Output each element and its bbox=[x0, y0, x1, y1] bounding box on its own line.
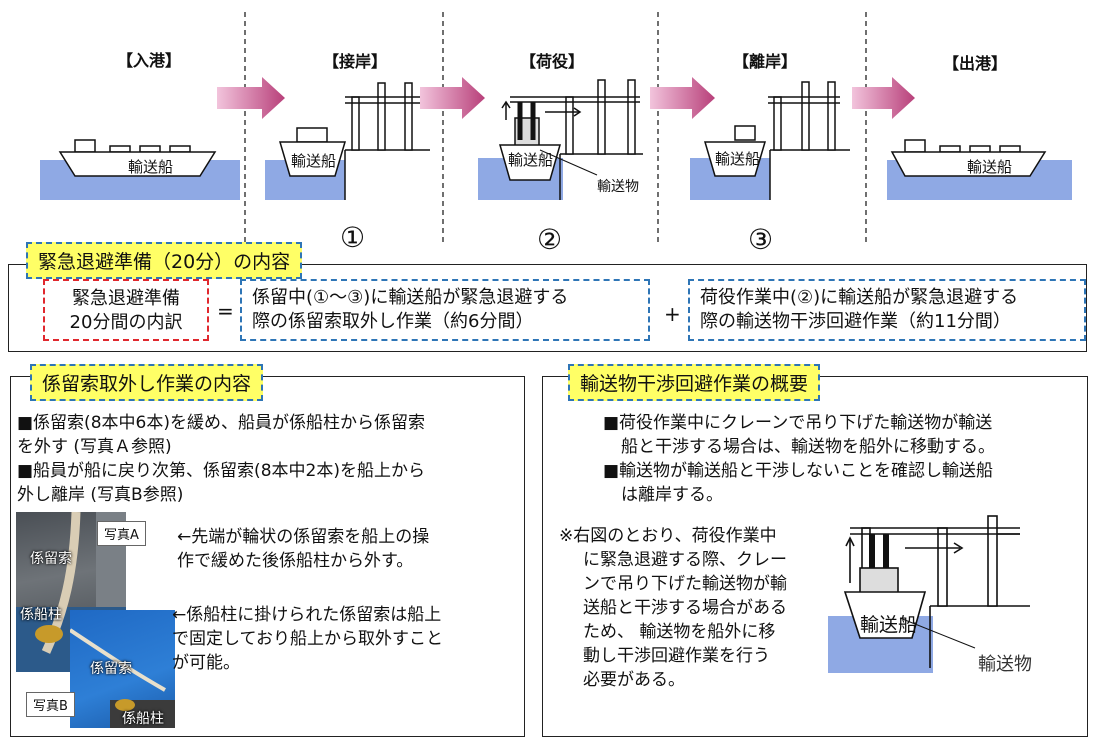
summary-mooring-box: 係留中(①～③)に輸送船が緊急退避する 際の係留索取外し作業（約6分間） bbox=[240, 279, 650, 341]
stage-separators bbox=[244, 12, 867, 245]
photo-a-bollard-label: 係船柱 bbox=[20, 607, 62, 623]
stage-label-unberthing: 【離岸】 bbox=[733, 52, 798, 71]
photo-a-note: ←先端が輪状の係留索を船上の操 作で緩めた後係船柱から外す。 bbox=[177, 525, 429, 573]
photo-b-note-line3: が可能。 bbox=[172, 653, 240, 673]
left-bullet-1-line2: を外す (写真Ａ参照) bbox=[17, 437, 172, 457]
step-number-2: ② bbox=[537, 223, 563, 256]
photo-b-label: 写真B bbox=[26, 692, 75, 717]
ship-stage1 bbox=[58, 139, 217, 177]
right-note-line1: ※右図のとおり、荷役作業中 bbox=[559, 526, 777, 546]
interference-diagram bbox=[828, 515, 1030, 673]
summary-title: 緊急退避準備（20分）の内容 bbox=[26, 242, 303, 279]
right-bullet-2-line1: ■輸送物が輸送船と干渉しないことを確認し輸送船 bbox=[603, 461, 994, 481]
photo-b-note-line2: で固定しており船上から取外すこと bbox=[172, 629, 443, 649]
right-note-line3: ンで吊り下げた輸送物が輸 bbox=[583, 574, 787, 594]
left-bullet-2-line1: ■船員が船に戻り次第、係留索(8本中2本)を船上から bbox=[17, 461, 425, 481]
right-note-line7: 必要がある。 bbox=[583, 670, 685, 690]
plus-sign: + bbox=[664, 302, 681, 326]
photo-a-rope-label: 係留索 bbox=[30, 551, 72, 567]
stage-label-cargo-handling: 【荷役】 bbox=[520, 52, 585, 71]
summary-cargo-line2: 際の輸送物干渉回避作業（約11分間） bbox=[700, 311, 1011, 332]
process-arrows bbox=[217, 77, 915, 119]
photo-b-bollard-label: 係船柱 bbox=[122, 711, 164, 727]
step-number-3: ③ bbox=[748, 223, 774, 256]
stage-label-arrival: 【入港】 bbox=[117, 51, 182, 70]
left-bullet-2: ■船員が船に戻り次第、係留索(8本中2本)を船上から 外し離岸 (写真B参照) bbox=[17, 459, 425, 507]
summary-total-line1: 緊急退避準備 bbox=[72, 288, 180, 309]
equals-sign: = bbox=[217, 299, 234, 323]
ship-label: 輸送船 bbox=[715, 150, 761, 168]
photo-b-note-line1: ←係船柱に掛けられた係留索は船上 bbox=[172, 605, 442, 625]
process-diagram bbox=[40, 12, 1072, 245]
crane-stage2 bbox=[344, 82, 430, 200]
summary-total-box: 緊急退避準備 20分間の内訳 bbox=[43, 279, 209, 341]
left-bullet-2-line2: 外し離岸 (写真B参照) bbox=[17, 485, 184, 505]
ship-stage4 bbox=[703, 125, 767, 177]
photo-a-label: 写真A bbox=[97, 521, 146, 546]
photo-b-rope-label: 係留索 bbox=[90, 661, 132, 677]
summary-cargo-line1: 荷役作業中(②)に輸送船が緊急退避する bbox=[700, 287, 1019, 308]
interference-cargo-label: 輸送物 bbox=[978, 654, 1032, 675]
right-bullet-2: ■輸送物が輸送船と干渉しないことを確認し輸送船 は離岸する。 bbox=[603, 459, 993, 507]
ship-stage5 bbox=[890, 139, 1047, 177]
ship-label: 輸送船 bbox=[128, 158, 174, 176]
ship-label: 輸送船 bbox=[967, 158, 1013, 176]
right-bullet-1-line2: 船と干渉する場合は、輸送物を船外に移動する。 bbox=[621, 437, 995, 457]
crane-stage3 bbox=[501, 79, 643, 200]
left-bullet-1-line1: ■係留索(8本中6本)を緩め、船員が係船柱から係留索 bbox=[17, 413, 425, 433]
left-bullet-1: ■係留索(8本中6本)を緩め、船員が係船柱から係留索 を外す (写真Ａ参照) bbox=[17, 411, 425, 459]
stage-label-berthing: 【接岸】 bbox=[323, 52, 388, 71]
summary-total-line2: 20分間の内訳 bbox=[69, 312, 183, 333]
right-bullet-1-line1: ■荷役作業中にクレーンで吊り下げた輸送物が輸送 bbox=[603, 413, 993, 433]
photo-b-note: ←係船柱に掛けられた係留索は船上 で固定しており船上から取外すこと が可能。 bbox=[172, 603, 443, 675]
ship-label: 輸送船 bbox=[508, 151, 554, 169]
photo-a-note-line1: ←先端が輪状の係留索を船上の操 bbox=[177, 527, 430, 547]
photo-b: 係留索 係船柱 bbox=[70, 610, 175, 728]
summary-cargo-box: 荷役作業中(②)に輸送船が緊急退避する 際の輸送物干渉回避作業（約11分間） bbox=[688, 279, 1086, 341]
right-bullet-2-line2: は離岸する。 bbox=[621, 485, 723, 505]
ship-label: 輸送船 bbox=[291, 152, 337, 170]
right-note-line5: ため、 輸送物を船外に移 bbox=[583, 622, 776, 642]
left-panel bbox=[10, 376, 525, 737]
crane-stage4 bbox=[768, 81, 850, 200]
right-note-line4: 送船と干渉する場合がある bbox=[583, 598, 787, 618]
right-panel-title: 輸送物干渉回避作業の概要 bbox=[568, 364, 821, 401]
cargo-label: 輸送物 bbox=[597, 179, 639, 195]
ship-stage2 bbox=[278, 127, 347, 177]
summary-mooring-line2: 際の係留索取外し作業（約6分間） bbox=[252, 311, 534, 332]
right-note-line6: 動し干渉回避作業を行う bbox=[583, 646, 770, 666]
left-panel-title: 係留索取外し作業の内容 bbox=[30, 364, 264, 401]
right-note-line2: に緊急退避する際、クレー bbox=[583, 550, 787, 570]
step-number-1: ① bbox=[340, 221, 366, 254]
summary-mooring-line1: 係留中(①～③)に輸送船が緊急退避する bbox=[252, 287, 569, 308]
right-bullet-1: ■荷役作業中にクレーンで吊り下げた輸送物が輸送 船と干渉する場合は、輸送物を船外… bbox=[603, 411, 995, 459]
stage-label-departure: 【出港】 bbox=[943, 54, 1008, 73]
interference-ship-label: 輸送船 bbox=[860, 614, 918, 636]
right-note: ※右図のとおり、荷役作業中 に緊急退避する際、クレー ンで吊り下げた輸送物が輸 … bbox=[559, 524, 787, 692]
photo-a-note-line2: 作で緩めた後係船柱から外す。 bbox=[177, 551, 414, 571]
